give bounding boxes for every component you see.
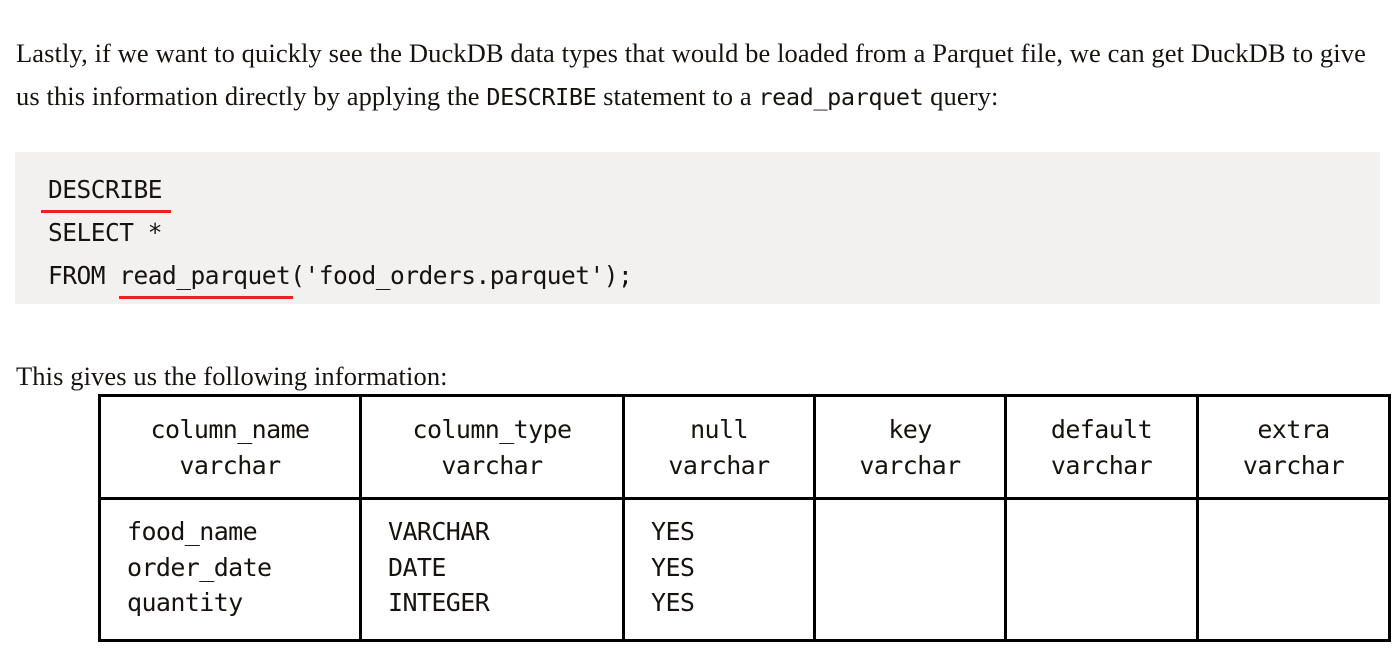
intro-paragraph-text-part3: query: bbox=[923, 80, 999, 111]
column-header-default: default varchar bbox=[1004, 394, 1199, 500]
column-header-name-label: extra bbox=[1257, 415, 1330, 444]
column-header-null: null varchar bbox=[622, 394, 816, 500]
cell-column-type: VARCHAR DATE INTEGER bbox=[359, 497, 625, 642]
intro-paragraph: Lastly, if we want to quickly see the Du… bbox=[16, 32, 1384, 119]
inline-code-read-parquet: read_parquet bbox=[758, 82, 924, 111]
table-header: column_name varchar column_type varchar … bbox=[98, 394, 1391, 500]
column-header-type-label: varchar bbox=[441, 450, 543, 480]
intro-paragraph-text-part2: statement to a bbox=[596, 80, 759, 111]
column-header-column-name: column_name varchar bbox=[98, 394, 362, 500]
column-header-key: key varchar bbox=[813, 394, 1007, 500]
cell-extra bbox=[1196, 497, 1391, 642]
column-header-name-label: default bbox=[1050, 415, 1153, 444]
table-body: food_name order_date quantity VARCHAR DA… bbox=[98, 497, 1391, 642]
code-keyword-from: FROM bbox=[48, 261, 120, 290]
column-header-type-label: varchar bbox=[859, 450, 961, 480]
column-header-column-type: column_type varchar bbox=[359, 394, 625, 500]
inline-code-describe: DESCRIBE bbox=[486, 82, 597, 111]
column-header-name-label: null bbox=[690, 415, 748, 444]
column-header-type-label: varchar bbox=[1242, 450, 1345, 480]
column-header-type-label: varchar bbox=[668, 450, 770, 480]
code-arguments: ('food_orders.parquet'); bbox=[290, 261, 633, 290]
sql-code-block: DESCRIBE SELECT * FROM read_parquet('foo… bbox=[15, 152, 1380, 304]
cell-null: YES YES YES bbox=[622, 497, 816, 642]
code-line-3: FROM read_parquet('food_orders.parquet')… bbox=[48, 254, 1380, 299]
describe-result-table: column_name varchar column_type varchar … bbox=[98, 394, 1391, 642]
result-intro-paragraph: This gives us the following information: bbox=[16, 360, 448, 391]
column-header-name-label: key bbox=[888, 415, 932, 444]
column-header-type-label: varchar bbox=[1050, 450, 1153, 480]
column-header-name-label: column_type bbox=[412, 415, 573, 444]
cell-key bbox=[813, 497, 1007, 642]
cell-column-name: food_name order_date quantity bbox=[98, 497, 362, 642]
table-row: food_name order_date quantity VARCHAR DA… bbox=[98, 497, 1391, 642]
highlighted-keyword-describe: DESCRIBE bbox=[40, 168, 172, 213]
highlighted-function-read-parquet: read_parquet bbox=[119, 254, 294, 299]
column-header-name-label: column_name bbox=[150, 415, 311, 444]
table-header-row: column_name varchar column_type varchar … bbox=[98, 394, 1391, 500]
intro-paragraph-text-part1: Lastly, if we want to quickly see the Du… bbox=[16, 37, 1366, 111]
column-header-type-label: varchar bbox=[179, 450, 281, 480]
cell-default bbox=[1004, 497, 1199, 642]
code-line-2: SELECT * bbox=[48, 218, 163, 247]
code-line-1: DESCRIBE bbox=[40, 168, 1380, 213]
column-header-extra: extra varchar bbox=[1196, 394, 1391, 500]
